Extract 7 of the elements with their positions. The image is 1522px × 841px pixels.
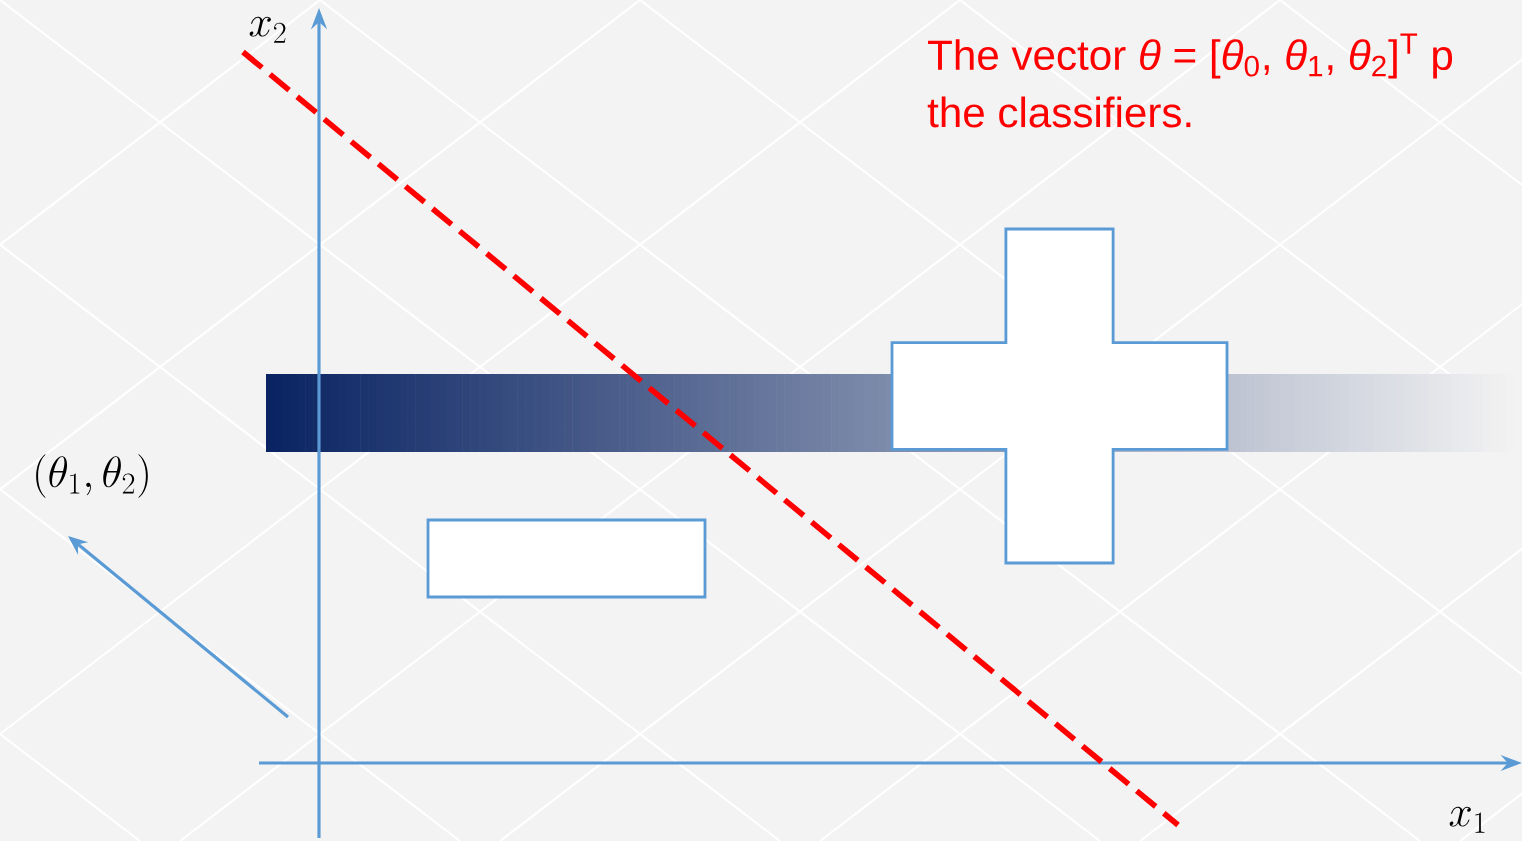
- plus-sign: [890, 227, 1229, 565]
- vector-label: $(\theta_1,\theta_2)$: [36, 454, 148, 498]
- note-text: the classifiers.: [927, 96, 1191, 128]
- note-text: The vector θ = [θ$_{0}$, θ$_{1}$, θ$_{2}$]$^{T}$ p: [928, 33, 1453, 79]
- axis-label: $x_2$: [249, 16, 286, 43]
- minus-sign: [426, 518, 707, 599]
- axis-label: $x_1$: [1449, 806, 1485, 833]
